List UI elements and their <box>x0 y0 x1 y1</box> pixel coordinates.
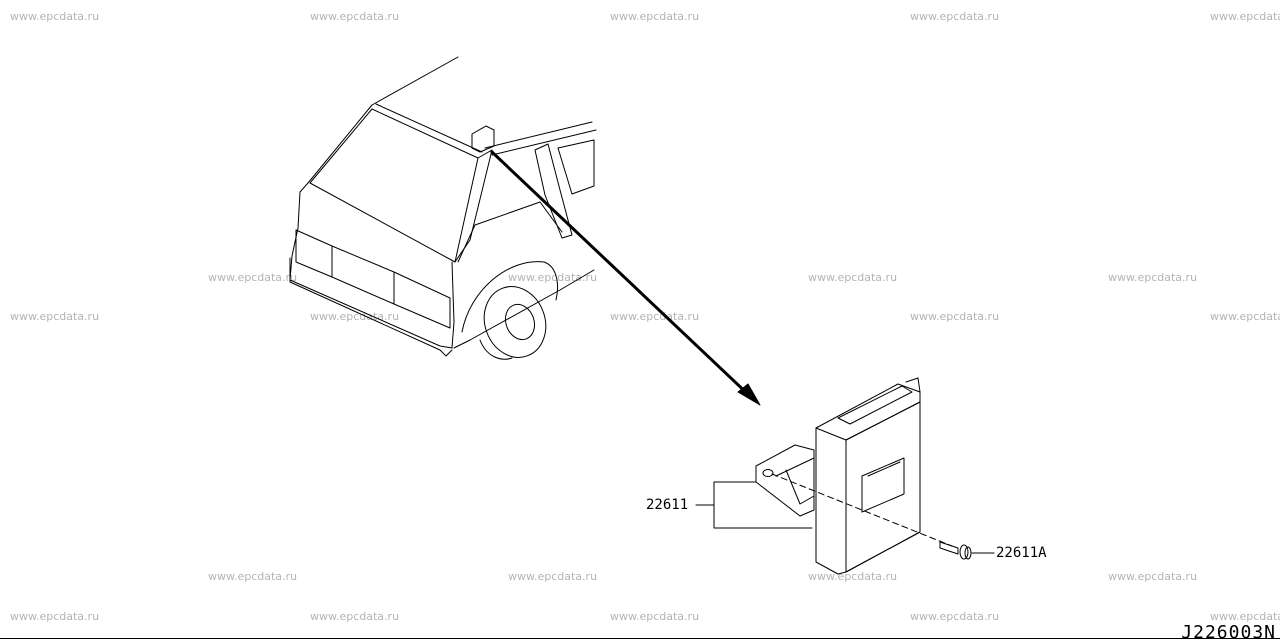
watermark: www.epcdata.ru <box>310 310 400 323</box>
watermark: www.epcdata.ru <box>1108 570 1198 583</box>
control-unit-top-lip <box>905 377 921 393</box>
watermark: www.epcdata.ru <box>808 570 898 583</box>
watermark: www.epcdata.ru <box>1210 10 1280 23</box>
van-roof-line <box>371 56 459 106</box>
control-unit-connector <box>861 457 905 513</box>
van-side-roof-2 <box>491 129 597 156</box>
watermark: www.epcdata.ru <box>508 271 598 284</box>
van-headlight-right <box>393 271 451 329</box>
watermark: www.epcdata.ru <box>610 610 700 623</box>
watermark: www.epcdata.ru <box>610 10 700 23</box>
van-windshield <box>309 108 479 263</box>
van-front-wheel <box>483 286 547 358</box>
control-unit-bracket <box>755 444 815 517</box>
watermark: www.epcdata.ru <box>310 610 400 623</box>
van-location-marker <box>471 125 495 153</box>
bracket-fold <box>775 457 815 477</box>
van-tyre-edge <box>479 339 513 360</box>
van-hood-edge <box>299 182 309 193</box>
callout-leader-22611 <box>695 481 813 529</box>
van-door-line <box>457 201 563 263</box>
watermark: www.epcdata.ru <box>10 310 100 323</box>
watermark: www.epcdata.ru <box>808 271 898 284</box>
control-unit-side-face <box>845 401 921 573</box>
watermark: www.epcdata.ru <box>1210 310 1280 323</box>
screw-axis-line <box>771 473 953 547</box>
van-wheel-hub <box>504 303 536 341</box>
van-front-face <box>289 191 455 349</box>
vehicle-illustration <box>289 56 597 360</box>
van-side-window <box>534 143 573 239</box>
callout-22611[interactable]: 22611 <box>646 497 689 513</box>
control-unit-top-recess <box>837 385 913 425</box>
van-side-roof <box>484 121 593 149</box>
diagram-code: J226003N <box>1181 622 1276 640</box>
watermark: www.epcdata.ru <box>1108 271 1198 284</box>
bracket-bolt-hole <box>762 469 774 477</box>
watermark: www.epcdata.ru <box>10 10 100 23</box>
watermark: www.epcdata.ru <box>508 570 598 583</box>
van-rear-window <box>557 139 595 195</box>
control-unit-front-face <box>815 427 847 575</box>
watermark: www.epcdata.ru <box>208 271 298 284</box>
callout-22611a[interactable]: 22611A <box>996 545 1047 561</box>
watermark: www.epcdata.ru <box>10 610 100 623</box>
van-windshield-top-trim <box>375 103 483 153</box>
van-roof-front <box>307 104 373 184</box>
location-arrow <box>490 150 761 406</box>
watermark: www.epcdata.ru <box>910 310 1000 323</box>
control-unit-connector-inner <box>867 461 901 477</box>
van-headlight-left <box>295 229 333 278</box>
screw-head <box>959 544 969 560</box>
watermark: www.epcdata.ru <box>208 570 298 583</box>
watermark: www.epcdata.ru <box>310 10 400 23</box>
van-sill <box>453 269 595 349</box>
van-a-pillar <box>454 149 493 263</box>
van-grille <box>331 245 395 305</box>
watermark: www.epcdata.ru <box>1210 610 1280 623</box>
control-unit-bottom-edge <box>845 531 921 573</box>
bottom-rule <box>0 638 1280 639</box>
van-bumper <box>289 257 453 357</box>
watermark: www.epcdata.ru <box>910 10 1000 23</box>
van-wheel-arch <box>461 261 558 333</box>
arrow-head <box>737 383 761 406</box>
bracket-inner <box>785 469 815 505</box>
watermark: www.epcdata.ru <box>610 310 700 323</box>
control-unit-top-face <box>815 383 921 441</box>
arrow-shaft <box>490 150 754 400</box>
screw-shaft <box>939 541 959 555</box>
watermark: www.epcdata.ru <box>910 610 1000 623</box>
control-unit-illustration <box>695 377 995 575</box>
screw-washer <box>964 546 972 560</box>
